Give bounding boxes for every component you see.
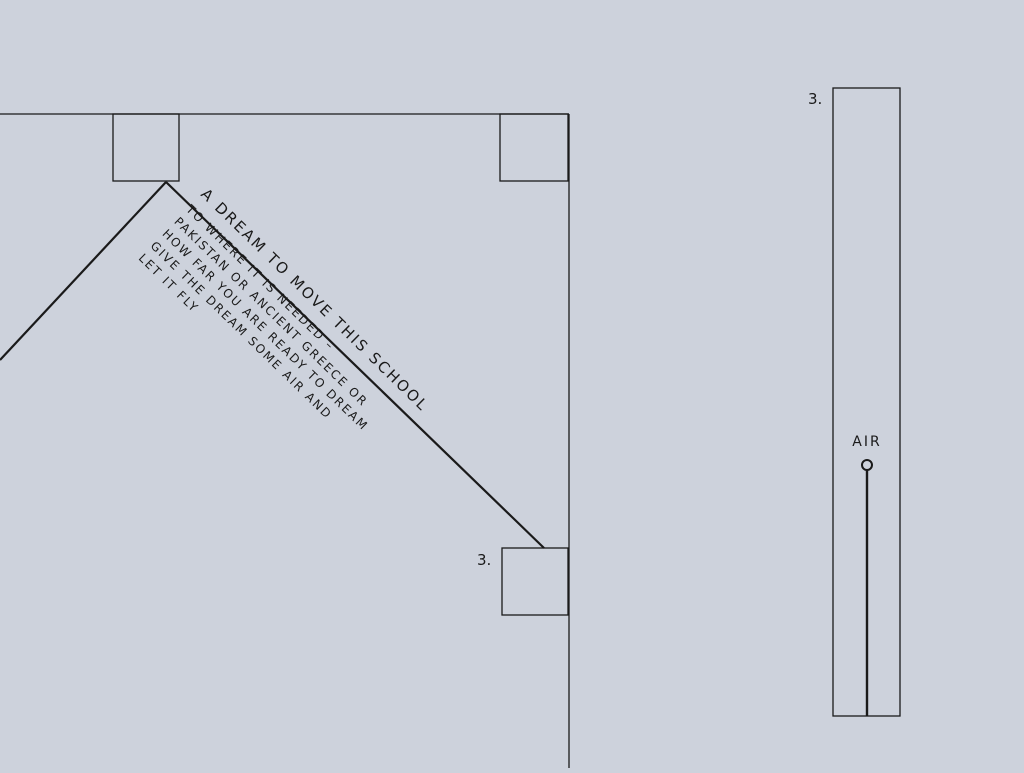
step-marker-bottom: 3. [477,551,491,569]
diagonal-string-right [165,181,545,549]
air-label: AIR [852,434,881,450]
air-knob [861,459,873,471]
anchor-block-bottom-right [501,547,569,616]
anchor-block-top-left [112,113,180,182]
anchor-block-top-right [499,113,569,182]
dream-text-block: A DREAM TO MOVE THIS SCHOOL TO WHERE IT … [136,185,433,434]
diagonal-string-left [0,181,167,361]
step-marker-side: 3. [808,90,822,108]
